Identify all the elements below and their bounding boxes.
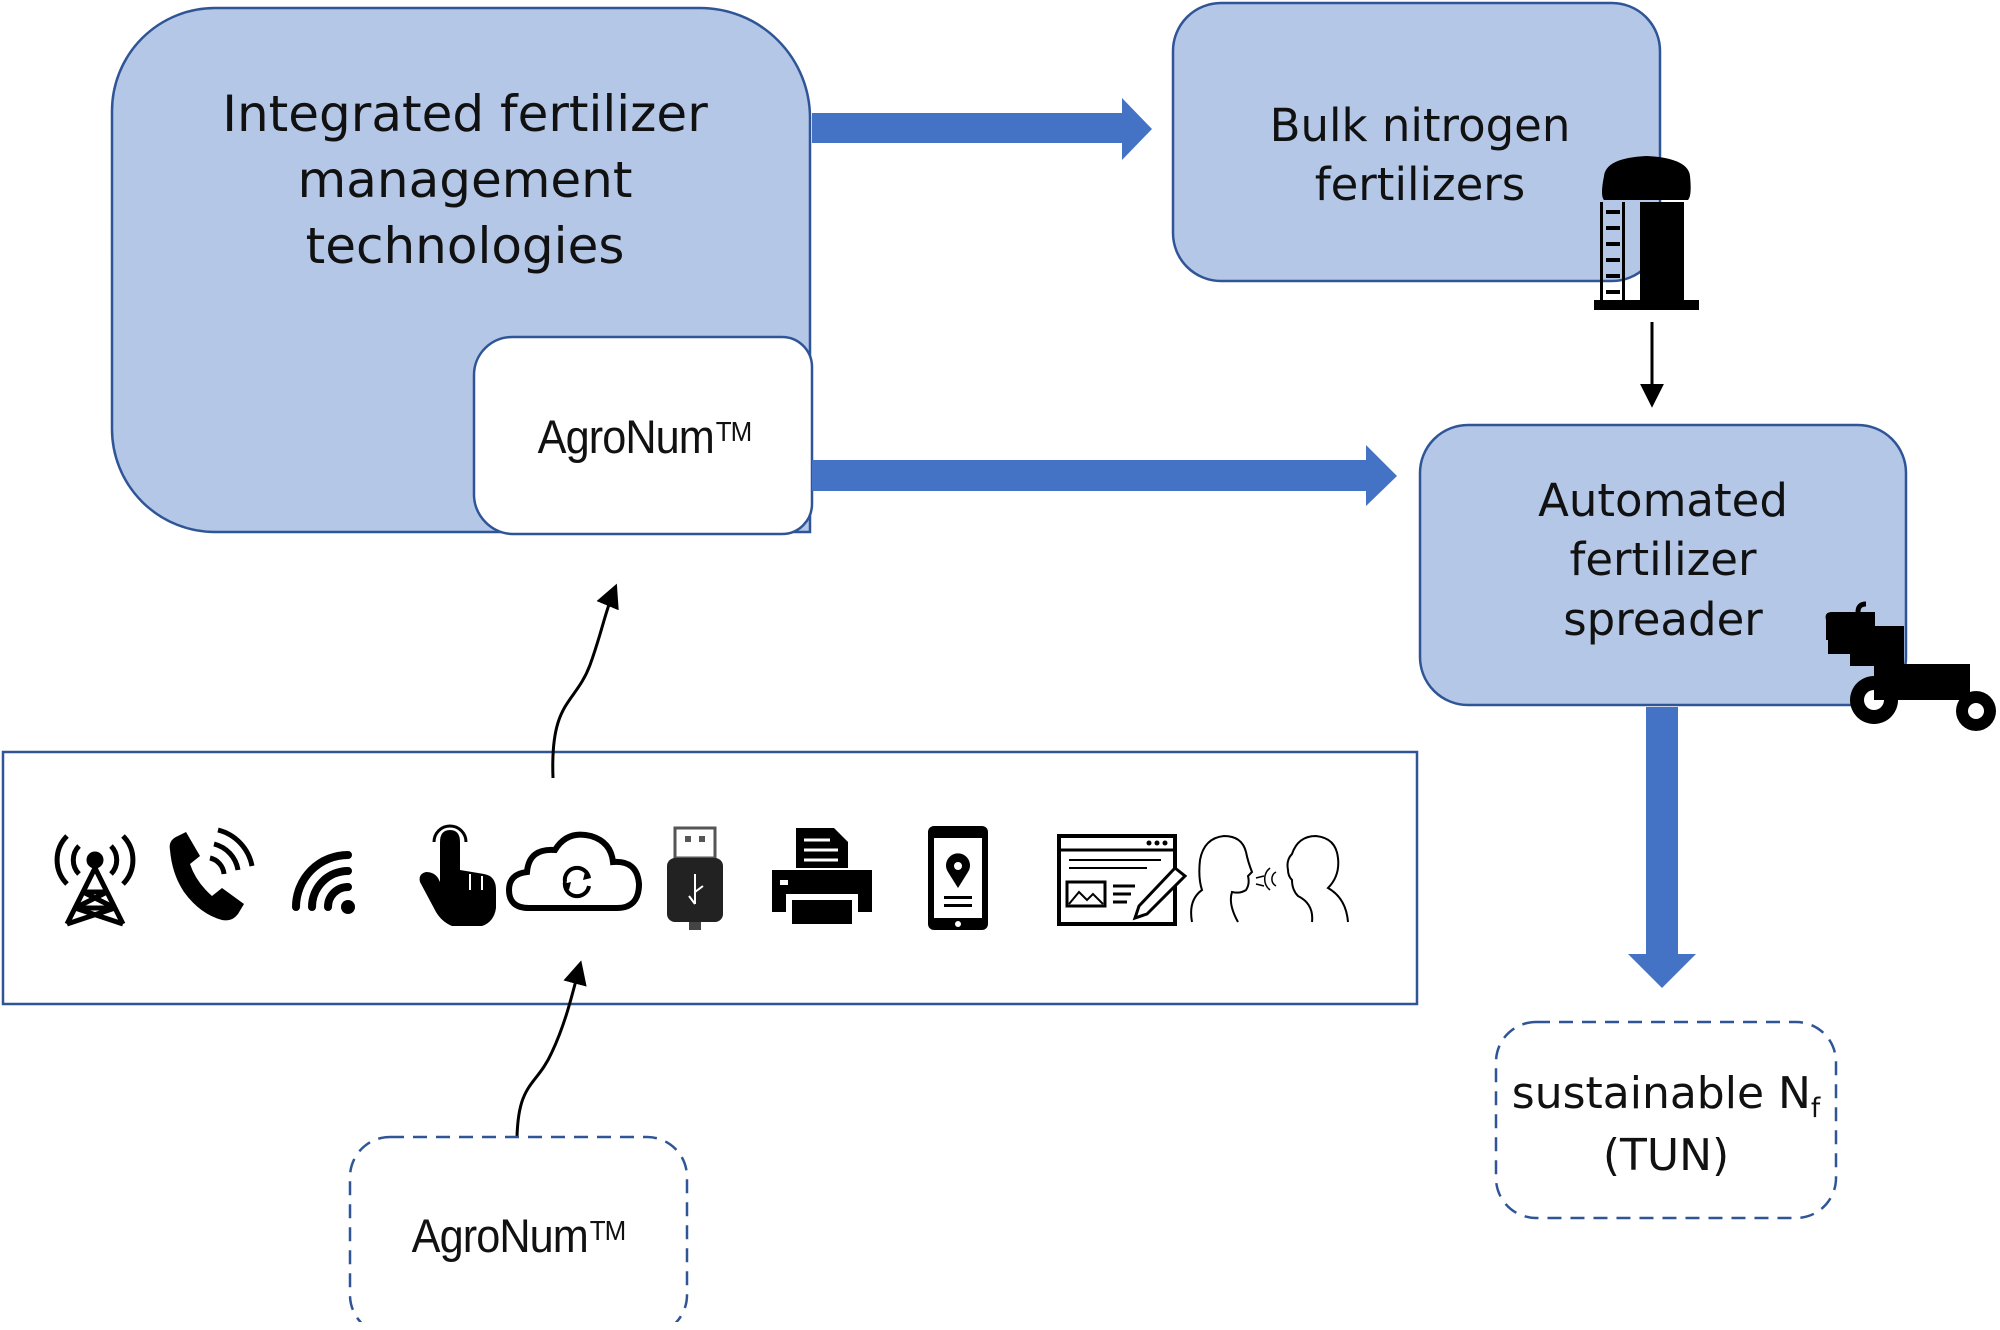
printer-icon [772,828,872,924]
tractor-icon [1825,601,1996,731]
spreader-label-line-1: Automated [1538,473,1788,527]
arrow-to-bulk [812,98,1152,160]
tun-dashed-box [1494,1020,1838,1220]
strip-to-agronum-arrow [551,583,619,779]
bulk-label-line-2: fertilizers [1314,158,1526,211]
spreader-label-line-2: fertilizer [1569,533,1757,587]
silo-icon [1594,156,1699,310]
voice-conversation-icon [1190,834,1349,923]
trademark-mark: TM [589,1214,627,1247]
touch-icon [419,824,496,926]
smartphone-location-icon [928,826,988,930]
tun-label-line-2: (TUN) [1602,1130,1730,1181]
phone-icon [169,827,255,921]
arrow-to-tun [1628,707,1696,988]
agronum-dashed-box [348,1135,689,1322]
agronum-inner-box [472,335,814,536]
arrow-to-spreader [812,445,1397,506]
usb-icon [667,826,723,930]
bulk-nitrogen-label: Bulk nitrogen fertilizers [1175,80,1665,230]
automated-spreader-label: Automated fertilizer spreader [1420,460,1906,660]
bulk-nitrogen-box [1171,1,1662,283]
main-label-line-3: technologies [305,217,625,275]
tun-label-subscript: f [1810,1093,1821,1125]
web-editor-icon [1057,834,1188,926]
agronum-to-strip-arrow [515,960,587,1156]
sustainable-nf-label: sustainable Nf (TUN) [1496,1030,1836,1220]
antenna-tower-icon [54,834,136,927]
agronum-name: AgroNum [411,1208,589,1262]
agronum-name: AgroNum [537,409,715,463]
bulk-label-line-1: Bulk nitrogen [1269,98,1571,152]
automated-spreader-box [1418,423,1908,707]
tun-label-text: sustainable N [1511,1067,1811,1119]
integrated-management-label: Integrated fertilizer management technol… [115,70,815,290]
cloud-sync-icon [505,831,643,911]
main-label-line-2: management [297,151,633,209]
tun-label-line-1: sustainable Nf [1512,1065,1820,1127]
wifi-icon [292,851,355,914]
trademark-mark: TM [715,415,753,448]
spreader-label-line-3: spreader [1563,592,1763,646]
main-label-line-1: Integrated fertilizer [222,85,708,143]
